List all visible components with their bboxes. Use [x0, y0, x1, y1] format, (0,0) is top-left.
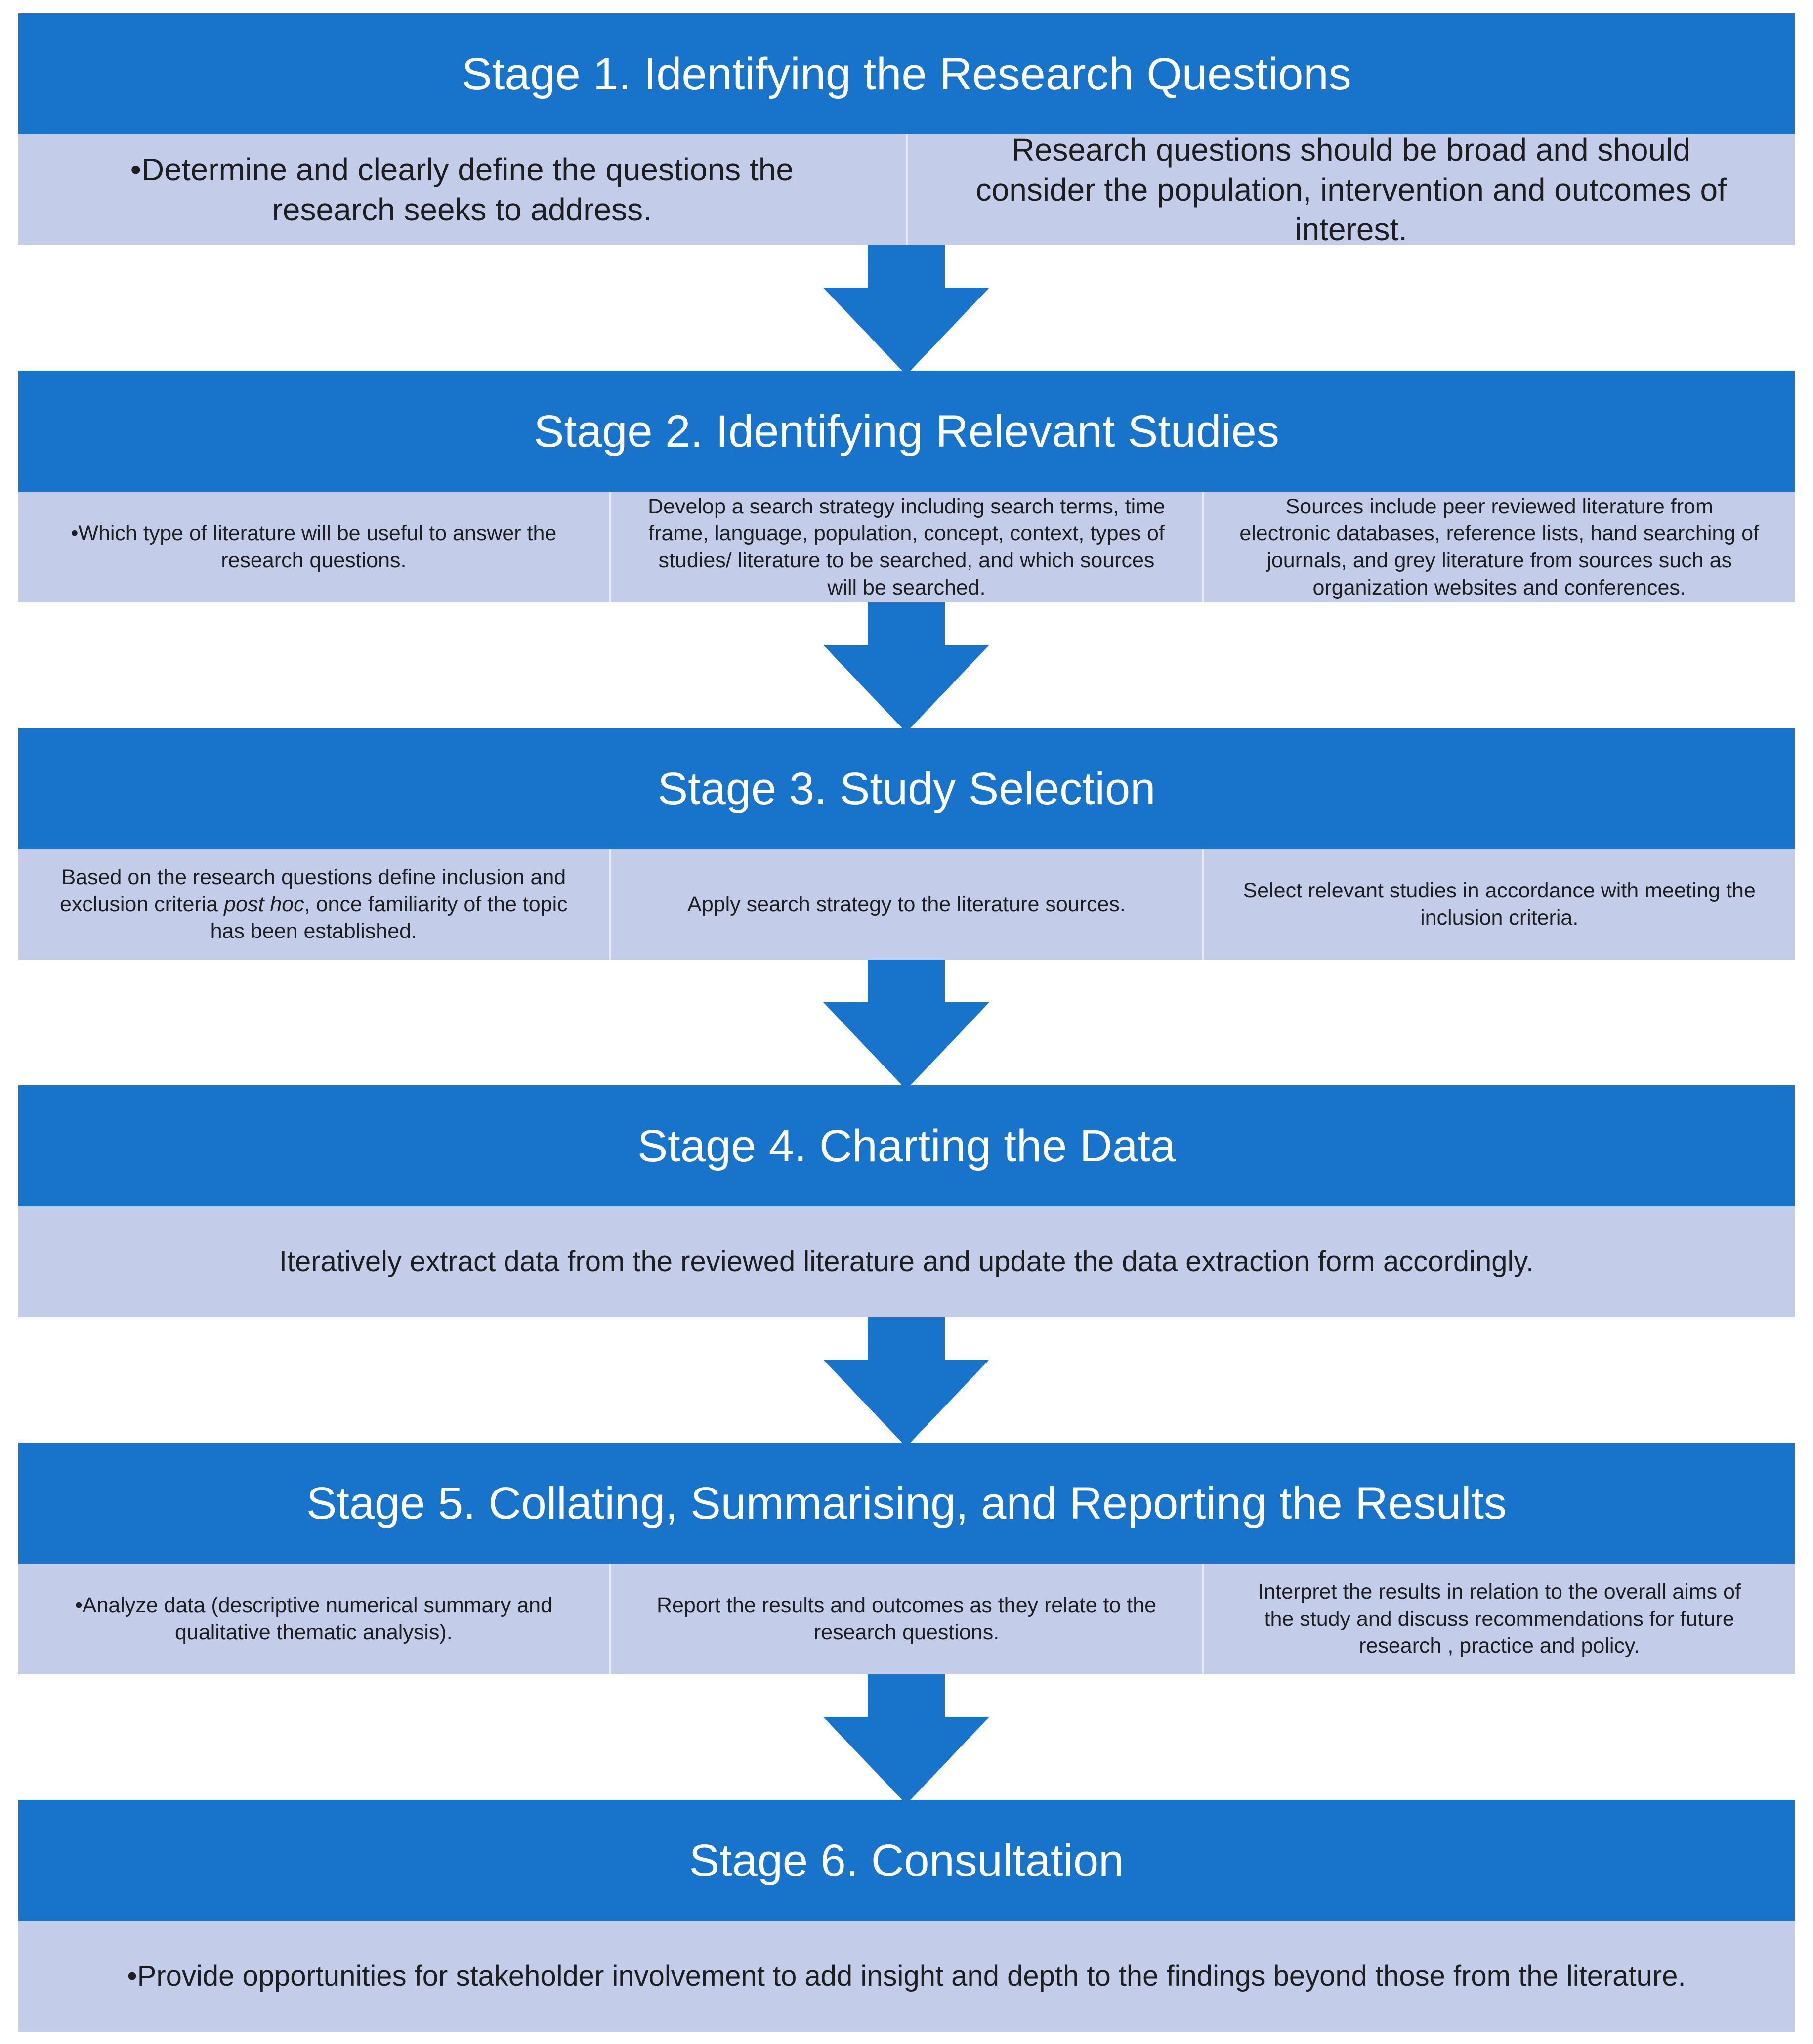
- stage-6-cell-1: •Provide opportunities for stakeholder i…: [18, 1921, 1795, 2032]
- down-arrow-icon: [823, 1317, 989, 1447]
- stage-3-cell-2-text: Apply search strategy to the literature …: [687, 892, 1126, 916]
- stage-2-cell-2-text: Develop a search strategy including sear…: [648, 494, 1165, 599]
- stage-2-title: Stage 2. Identifying Relevant Studies: [18, 371, 1795, 492]
- stage-3-title: Stage 3. Study Selection: [18, 728, 1795, 849]
- stage-6: Stage 6. Consultation •Provide opportuni…: [18, 1800, 1795, 2032]
- stage-5-details: •Analyze data (descriptive numerical sum…: [18, 1564, 1795, 1674]
- stage-6-cell-1-text: •Provide opportunities for stakeholder i…: [127, 1960, 1686, 1993]
- stage-5-cell-1: •Analyze data (descriptive numerical sum…: [18, 1564, 611, 1674]
- stage-4-title: Stage 4. Charting the Data: [18, 1085, 1795, 1206]
- stage-2-cell-3: Sources include peer reviewed literature…: [1204, 492, 1795, 602]
- stage-2-cell-3-text: Sources include peer reviewed literature…: [1239, 494, 1760, 599]
- down-arrow-icon: [823, 960, 989, 1090]
- stage-1-details: •Determine and clearly define the questi…: [18, 134, 1795, 245]
- stage-4-details: Iteratively extract data from the review…: [18, 1206, 1795, 1317]
- stage-3-cell-3-text: Select relevant studies in accordance wi…: [1243, 879, 1756, 930]
- stage-6-details: •Provide opportunities for stakeholder i…: [18, 1921, 1795, 2032]
- stage-2-cell-2: Develop a search strategy including sear…: [611, 492, 1204, 602]
- stage-5-title: Stage 5. Collating, Summarising, and Rep…: [18, 1443, 1795, 1564]
- stage-2-cell-1-text: •Which type of literature will be useful…: [71, 521, 557, 572]
- stage-3: Stage 3. Study Selection Based on the re…: [18, 728, 1795, 960]
- stage-1-cell-2-text: Research questions should be broad and s…: [975, 134, 1727, 245]
- stage-3-cell-3: Select relevant studies in accordance wi…: [1204, 849, 1795, 960]
- stage-1: Stage 1. Identifying the Research Questi…: [18, 13, 1795, 245]
- stage-1-cell-2: Research questions should be broad and s…: [907, 134, 1795, 245]
- stage-3-cell-1: Based on the research questions define i…: [18, 849, 611, 960]
- down-arrow-icon: [823, 245, 989, 375]
- stage-5-cell-2: Report the results and outcomes as they …: [611, 1564, 1204, 1674]
- stage-3-cell-2: Apply search strategy to the literature …: [611, 849, 1204, 960]
- stage-4: Stage 4. Charting the Data Iteratively e…: [18, 1085, 1795, 1317]
- stage-2-details: •Which type of literature will be useful…: [18, 492, 1795, 602]
- stage-5-cell-3-text: Interpret the results in relation to the…: [1258, 1580, 1741, 1658]
- stage-6-title: Stage 6. Consultation: [18, 1800, 1795, 1921]
- stage-2: Stage 2. Identifying Relevant Studies •W…: [18, 371, 1795, 602]
- stage-3-cell-1-text: Based on the research questions define i…: [59, 865, 568, 943]
- stage-5: Stage 5. Collating, Summarising, and Rep…: [18, 1443, 1795, 1674]
- stage-1-cell-1-text: •Determine and clearly define the questi…: [130, 152, 794, 227]
- stage-2-cell-1: •Which type of literature will be useful…: [18, 492, 611, 602]
- down-arrow-icon: [823, 1674, 989, 1804]
- stage-3-details: Based on the research questions define i…: [18, 849, 1795, 960]
- stage-5-cell-3: Interpret the results in relation to the…: [1204, 1564, 1795, 1674]
- stage-4-cell-1: Iteratively extract data from the review…: [18, 1206, 1795, 1317]
- down-arrow-icon: [823, 602, 989, 732]
- stage-5-cell-2-text: Report the results and outcomes as they …: [656, 1593, 1157, 1644]
- stage-5-cell-1-text: •Analyze data (descriptive numerical sum…: [75, 1593, 552, 1644]
- stage-1-cell-1: •Determine and clearly define the questi…: [18, 134, 908, 245]
- stage-4-cell-1-text: Iteratively extract data from the review…: [279, 1245, 1534, 1278]
- stage-1-title: Stage 1. Identifying the Research Questi…: [18, 13, 1795, 134]
